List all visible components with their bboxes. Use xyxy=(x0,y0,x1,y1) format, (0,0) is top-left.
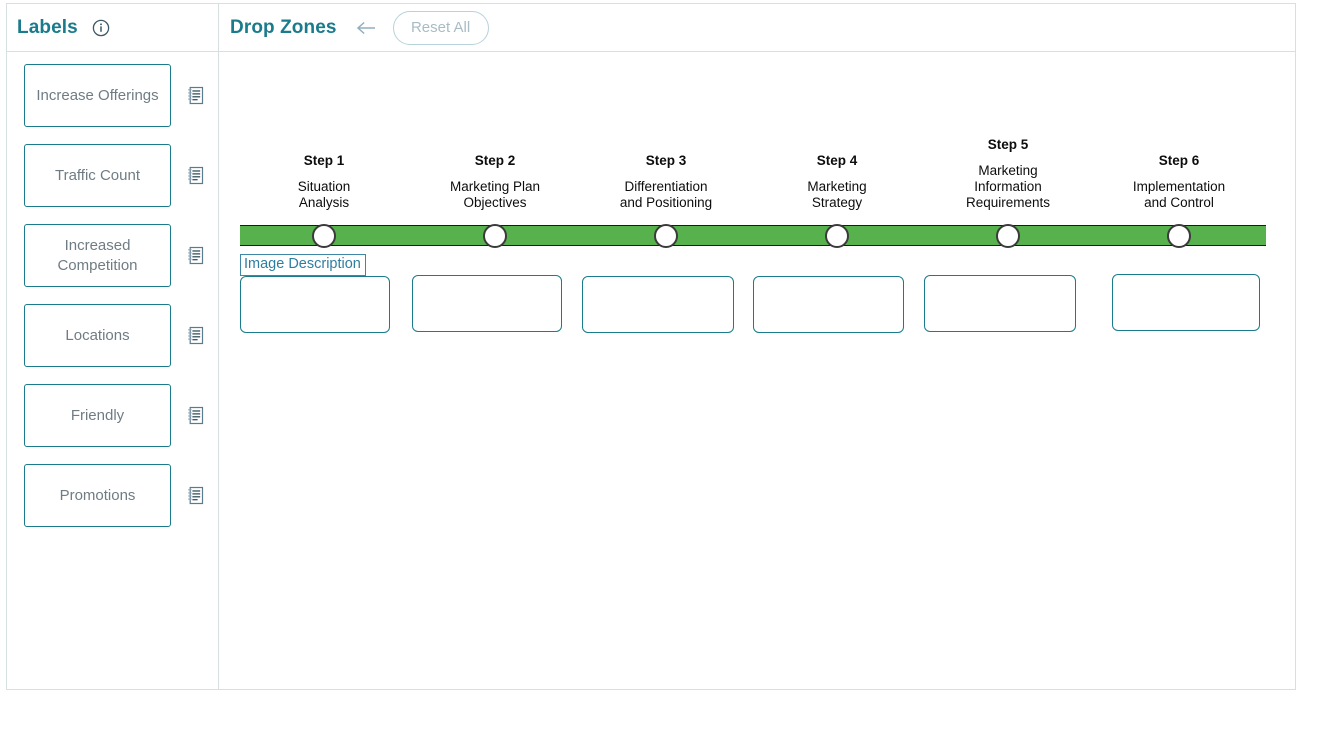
step-description-line: Strategy xyxy=(811,195,863,210)
step-column-1: Step 1 Situation Analysis xyxy=(249,152,399,211)
label-chip[interactable]: Traffic Count xyxy=(24,144,171,207)
step-column-3: Step 3 Differentiation and Positioning xyxy=(591,152,741,211)
info-circle-icon[interactable] xyxy=(92,19,110,37)
step-node-5 xyxy=(996,224,1020,248)
notes-icon[interactable] xyxy=(187,486,205,505)
label-chip[interactable]: Locations xyxy=(24,304,171,367)
notes-icon[interactable] xyxy=(187,326,205,345)
drop-zone-3[interactable] xyxy=(582,276,734,333)
drop-zones-body: Step 1 Situation Analysis Step 2 Marketi… xyxy=(219,52,1295,689)
step-description-line: Marketing xyxy=(978,163,1038,178)
step-title: Step 5 xyxy=(987,137,1029,152)
step-column-5: Step 5 Marketing Information Requirement… xyxy=(933,136,1083,211)
step-description-line: Marketing Plan xyxy=(449,179,541,194)
label-chip[interactable]: Promotions xyxy=(24,464,171,527)
notes-icon[interactable] xyxy=(187,86,205,105)
list-item: Friendly xyxy=(7,384,218,447)
notes-icon[interactable] xyxy=(187,166,205,185)
step-node-4 xyxy=(825,224,849,248)
step-column-2: Step 2 Marketing Plan Objectives xyxy=(420,152,570,211)
drop-zones-panel-title: Drop Zones xyxy=(230,16,337,38)
labels-panel-title: Labels xyxy=(17,16,78,38)
labels-list: Increase Offerings xyxy=(7,52,218,689)
drop-zone-5[interactable] xyxy=(924,275,1076,332)
step-description-line: Differentiation xyxy=(624,179,708,194)
reset-all-button[interactable]: Reset All xyxy=(392,10,489,45)
step-title: Step 2 xyxy=(474,153,516,168)
step-title: Step 1 xyxy=(303,153,345,168)
step-description-line: and Control xyxy=(1144,195,1214,210)
drop-zone-row xyxy=(240,274,1286,346)
label-chip[interactable]: Friendly xyxy=(24,384,171,447)
process-green-bar xyxy=(240,225,1266,246)
step-description: Implementation and Control xyxy=(1104,179,1254,211)
list-item: Locations xyxy=(7,304,218,367)
step-description: Marketing Strategy xyxy=(762,179,912,211)
step-description: Situation Analysis xyxy=(249,179,399,211)
step-column-6: Step 6 Implementation and Control xyxy=(1104,152,1254,211)
step-description-line: and Positioning xyxy=(619,195,713,210)
step-description-line: Marketing xyxy=(807,179,867,194)
panel-container: Labels Increase Offerings xyxy=(6,3,1296,690)
labels-panel: Labels Increase Offerings xyxy=(7,4,219,689)
step-node-3 xyxy=(654,224,678,248)
label-chip[interactable]: Increase Offerings xyxy=(24,64,171,127)
label-chip[interactable]: Increased Competition xyxy=(24,224,171,287)
drop-zone-6[interactable] xyxy=(1112,274,1260,331)
step-node-6 xyxy=(1167,224,1191,248)
labels-panel-header: Labels xyxy=(7,4,218,52)
drop-zones-panel: Drop Zones Reset All Step 1 Situation xyxy=(219,4,1295,689)
drop-zone-4[interactable] xyxy=(753,276,904,333)
step-description-line: Requirements xyxy=(965,195,1051,210)
step-description-line: Analysis xyxy=(298,195,350,210)
step-column-4: Step 4 Marketing Strategy xyxy=(762,152,912,211)
step-description: Marketing Information Requirements xyxy=(933,163,1083,211)
image-description-link[interactable]: Image Description xyxy=(240,254,366,276)
step-node-1 xyxy=(312,224,336,248)
step-title: Step 4 xyxy=(816,153,858,168)
step-description: Marketing Plan Objectives xyxy=(420,179,570,211)
drop-zones-panel-header: Drop Zones Reset All xyxy=(219,4,1295,52)
list-item: Promotions xyxy=(7,464,218,527)
step-description-line: Information xyxy=(974,179,1042,194)
drop-zone-1[interactable] xyxy=(240,276,390,333)
list-item: Increase Offerings xyxy=(7,64,218,127)
notes-icon[interactable] xyxy=(187,406,205,425)
step-node-2 xyxy=(483,224,507,248)
step-description-line: Situation xyxy=(297,179,351,194)
step-title: Step 6 xyxy=(1158,153,1200,168)
step-title: Step 3 xyxy=(645,153,687,168)
step-description-line: Objectives xyxy=(463,195,527,210)
list-item: Traffic Count xyxy=(7,144,218,207)
step-description-line: Implementation xyxy=(1132,179,1226,194)
list-item: Increased Competition xyxy=(7,224,218,287)
process-diagram: Step 1 Situation Analysis Step 2 Marketi… xyxy=(240,88,1286,276)
notes-icon[interactable] xyxy=(187,246,205,265)
back-arrow-icon[interactable] xyxy=(355,17,377,39)
step-description: Differentiation and Positioning xyxy=(591,179,741,211)
drop-zone-2[interactable] xyxy=(412,275,562,332)
